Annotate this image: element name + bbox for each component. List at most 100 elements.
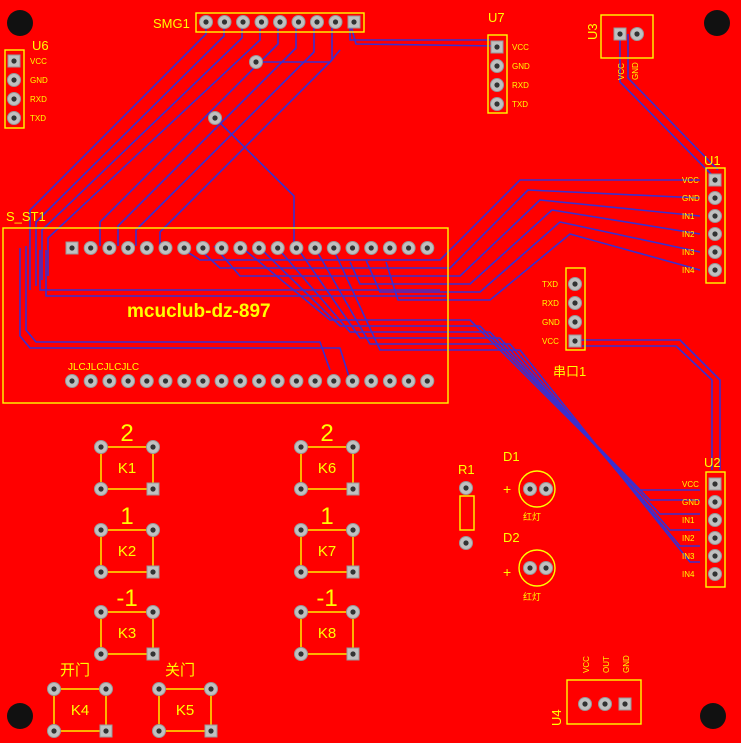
u2-pin-label: IN2 [682, 534, 695, 543]
u2-pin-label: GND [682, 498, 700, 507]
s_st1-top-pad [158, 241, 173, 255]
designator-jlc: JLCJLCJLCJLC [68, 362, 139, 373]
designator-u4: U4 [549, 709, 564, 726]
s_st1-bottom-pad [102, 374, 117, 388]
copper-traces [19, 21, 721, 563]
button-ref: K3 [118, 625, 136, 642]
serial-pad [568, 315, 582, 329]
u4-pad [618, 697, 632, 711]
u7-pin-label: GND [512, 62, 530, 71]
u2-pad [708, 513, 722, 527]
via [208, 111, 222, 125]
s_st1-bottom-pad [252, 374, 266, 388]
s_st1-bottom-pad [345, 374, 360, 388]
u4-pad [578, 697, 592, 711]
button-pad [346, 565, 360, 579]
button-pad [146, 605, 160, 619]
u7-pad [490, 40, 504, 54]
d2-plus: + [503, 564, 511, 580]
button-pad [204, 682, 218, 696]
s_st1-top-pad [364, 241, 379, 255]
designator-serial: 串口1 [553, 364, 586, 379]
designators: SMG1 U6 U7 U3 U1 S_ST1 U2 R1 D1 D2 U4 串口… [6, 10, 721, 726]
d2-pad [539, 561, 553, 575]
s_st1-bottom-pad [401, 374, 416, 388]
u6-pad [7, 54, 21, 68]
s_st1-bottom-pad [308, 374, 323, 388]
u1-pad [708, 263, 722, 277]
button-pad [47, 724, 61, 738]
designator-u1: U1 [704, 153, 721, 168]
button-value: 2 [320, 420, 333, 447]
button-pad [294, 482, 308, 496]
button-value: 2 [120, 420, 133, 447]
u3-pin-label: VCC [617, 63, 626, 80]
u1-pad [708, 209, 722, 223]
u1-pin-label: IN2 [682, 230, 695, 239]
button-pad [146, 523, 160, 537]
s_st1-bottom-pad [270, 374, 285, 388]
s_st1-top-pad [289, 241, 304, 255]
s_st1-top-pad [214, 241, 229, 255]
button-value: 开门 [60, 662, 90, 679]
u6-pin-label: TXD [30, 114, 46, 123]
button-value: 1 [120, 503, 133, 530]
s_st1-top-pad [139, 241, 154, 255]
button-pad [94, 565, 108, 579]
button-ref: K6 [318, 460, 336, 477]
button-value: 关门 [165, 662, 195, 679]
button-pad [294, 565, 308, 579]
mounting-holes [7, 10, 730, 729]
u1-pin-label: IN4 [682, 266, 695, 275]
button-pad [146, 440, 160, 454]
button-pad [94, 647, 108, 661]
u2-pin-label: IN4 [682, 570, 695, 579]
designator-d2: D2 [503, 530, 520, 545]
smg1-pad [217, 15, 232, 29]
u2-pin-label: VCC [682, 480, 699, 489]
button-pad [94, 605, 108, 619]
button-ref: K1 [118, 460, 136, 477]
button-pad [294, 647, 308, 661]
button-pad [152, 682, 166, 696]
s_st1-top-pad [326, 241, 341, 255]
button-value: -1 [116, 585, 137, 612]
s_st1-top-pad [195, 241, 210, 255]
u6-pin-label: RXD [30, 95, 47, 104]
serial-pad [568, 277, 582, 291]
s_st1-top-pad [121, 241, 136, 255]
smg1-pad [254, 15, 269, 29]
button-pad [146, 482, 160, 496]
u7-pin-label: TXD [512, 100, 528, 109]
s_st1-bottom-pad [195, 374, 210, 388]
s_st1-top-pad [308, 241, 323, 255]
button-pad [346, 440, 360, 454]
button-ref: K5 [176, 702, 194, 719]
u2-pin-label: IN1 [682, 516, 695, 525]
d2-label: 红灯 [523, 591, 541, 602]
s_st1-top-pad [382, 241, 397, 255]
u6-pad [7, 92, 21, 106]
u2-pad [708, 495, 722, 509]
designator-s_st1: S_ST1 [6, 209, 46, 224]
d1-pad [539, 482, 553, 496]
s_st1-bottom-pad [65, 374, 79, 388]
r1-pad [459, 536, 473, 550]
u4-pin-label: GND [622, 655, 631, 673]
s_st1-bottom-pad [233, 374, 248, 388]
smg1-pad [310, 15, 324, 29]
s_st1-bottom-pad [214, 374, 229, 388]
s_st1-bottom-pad [289, 374, 304, 388]
u1-pin-label: IN3 [682, 248, 695, 257]
designator-d1: D1 [503, 449, 520, 464]
s_st1-top-pad [345, 241, 360, 255]
via [249, 55, 263, 69]
button-pad [146, 647, 160, 661]
led-labels: + + 红灯 红灯 [503, 481, 541, 602]
s_st1-bottom-pad [158, 374, 173, 388]
s_st1-top-pad [270, 241, 285, 255]
button-value: 1 [320, 503, 333, 530]
smg1-pad [199, 15, 213, 29]
